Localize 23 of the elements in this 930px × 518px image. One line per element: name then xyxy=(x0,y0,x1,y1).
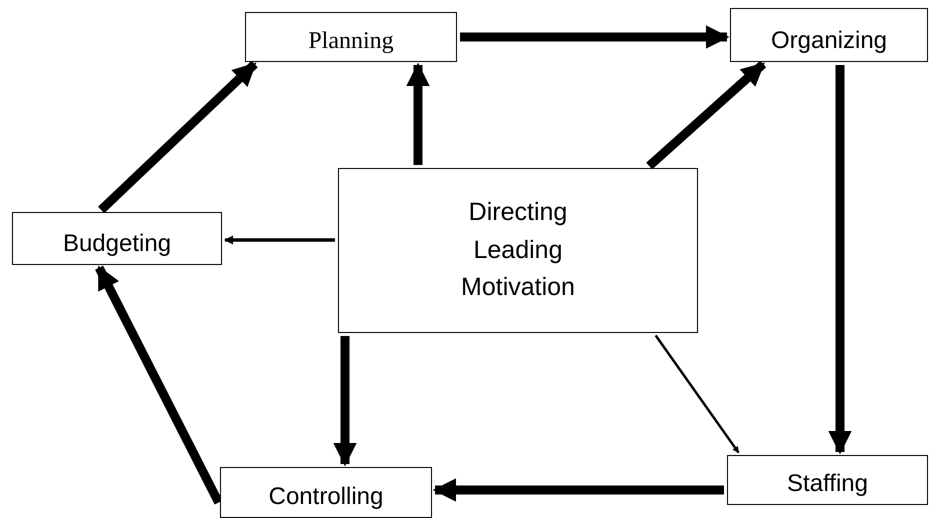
arrow xyxy=(406,62,430,165)
arrow xyxy=(432,478,724,502)
process-box xyxy=(338,168,698,333)
arrow xyxy=(828,65,852,454)
process-box xyxy=(727,455,928,505)
box-label: Staffing xyxy=(787,469,868,499)
box-label: Organizing xyxy=(770,26,888,56)
process-box xyxy=(220,467,432,518)
process-box xyxy=(12,212,222,265)
box-label: Budgeting xyxy=(62,229,172,259)
arrow xyxy=(98,60,258,214)
box-label: Controlling xyxy=(268,482,384,512)
box-label: Planning xyxy=(308,27,394,56)
process-box xyxy=(730,8,928,62)
arrow xyxy=(460,25,730,49)
box-label: Directing xyxy=(468,197,568,228)
arrow xyxy=(654,334,740,454)
box-label: Leading xyxy=(474,234,562,266)
arrow xyxy=(646,60,766,170)
arrow xyxy=(333,336,357,466)
arrow xyxy=(224,235,335,245)
box-label: Motivation xyxy=(461,272,575,304)
process-box xyxy=(245,12,457,62)
